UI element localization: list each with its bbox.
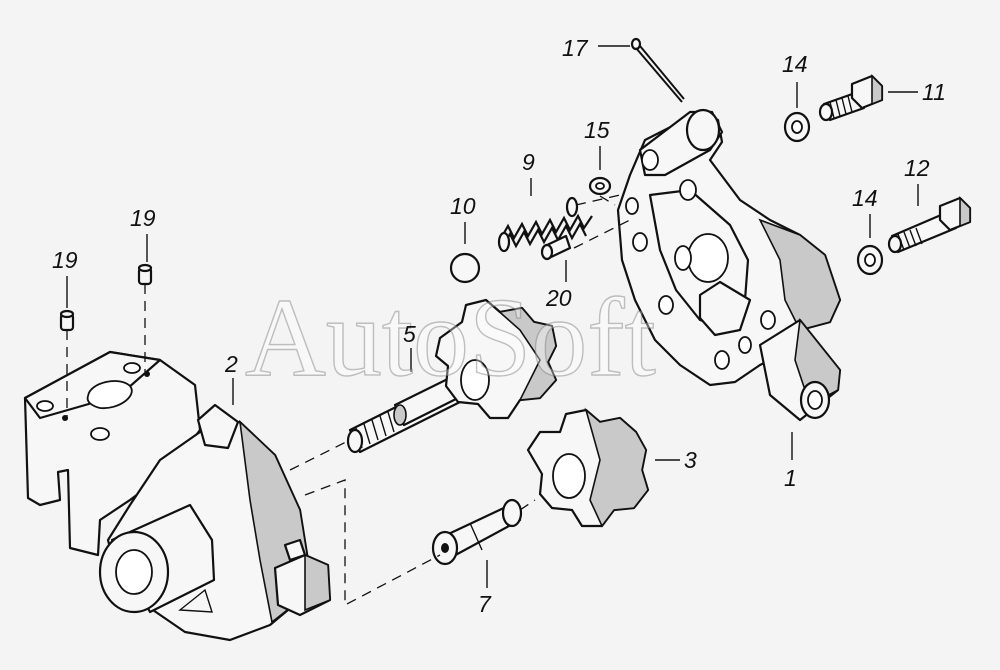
callout-12: 12 (904, 155, 930, 181)
callout-14-lower: 14 (852, 185, 878, 211)
callout-19-right: 19 (130, 205, 156, 231)
pump-cover-part-1 (616, 108, 842, 422)
callout-2: 2 (224, 351, 238, 377)
driven-gear-part-3 (526, 407, 650, 528)
callout-3: 3 (684, 447, 697, 473)
callout-20: 20 (545, 285, 572, 311)
callout-15: 15 (584, 117, 610, 143)
callout-1: 1 (784, 465, 797, 491)
lock-washer-part-14-upper (783, 111, 811, 143)
dowel-pin-part-19-right (137, 263, 153, 286)
callout-9: 9 (522, 149, 535, 175)
callout-17: 17 (562, 35, 589, 61)
callout-14-upper: 14 (782, 51, 808, 77)
drive-gear-shaft-part-5 (346, 298, 558, 454)
plunger-part-20 (540, 234, 572, 261)
lock-washer-part-14-lower (856, 244, 884, 276)
watermark-text: AutoSoft (245, 276, 656, 400)
bolt-part-11 (818, 74, 884, 122)
callout-19-left: 19 (52, 247, 78, 273)
callout-5: 5 (403, 321, 416, 347)
callout-11: 11 (922, 79, 946, 105)
cotter-pin-part-17 (630, 37, 685, 103)
washer-part-15 (588, 176, 612, 196)
dowel-pin-part-19-left (59, 309, 75, 332)
pump-housing-part-2 (23, 350, 332, 642)
axle-part-7 (431, 498, 523, 566)
assembly-lines (66, 194, 631, 607)
callout-10: 10 (450, 193, 476, 219)
leader-lines (66, 45, 919, 588)
bolt-part-12 (887, 196, 972, 254)
spring-part-9 (497, 196, 593, 253)
valve-ball-part-10 (449, 252, 481, 284)
callout-7: 7 (478, 591, 492, 617)
callout-labels: 17 14 11 15 9 12 14 10 19 19 20 5 2 3 1 … (52, 35, 946, 617)
